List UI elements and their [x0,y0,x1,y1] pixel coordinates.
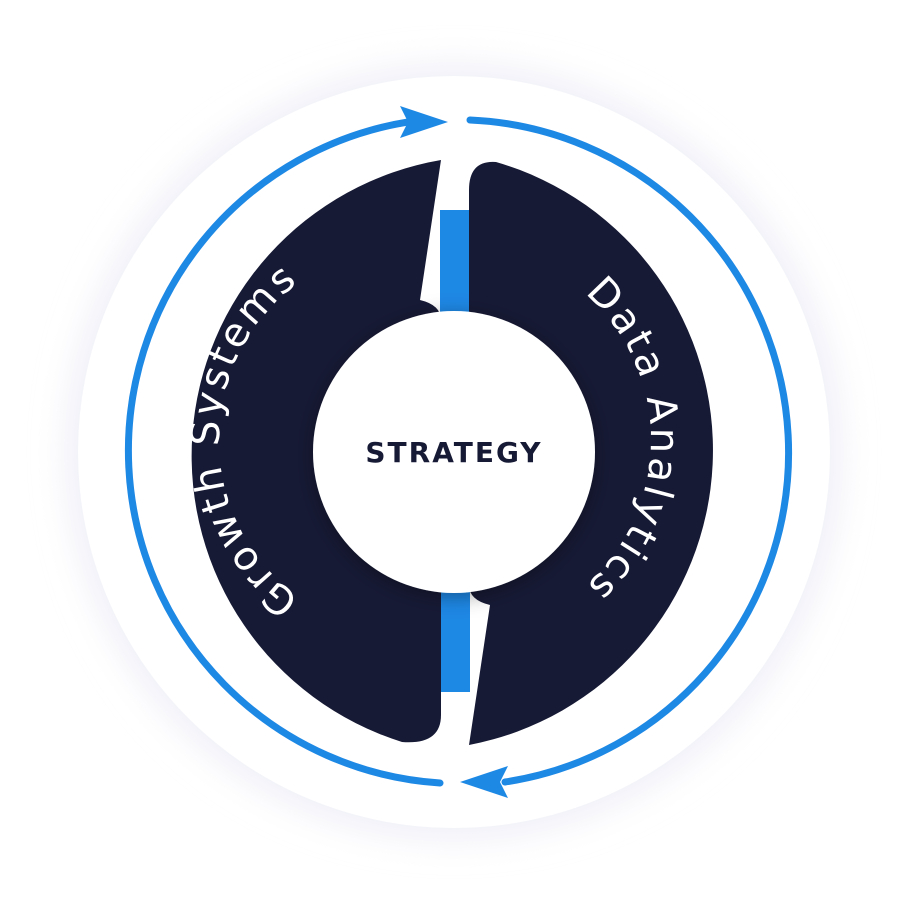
center-circle [313,311,595,593]
cycle-arc-left [124,118,444,787]
arrow-head-top-icon [400,106,448,138]
arrow-head-bottom-icon [460,766,508,798]
cycle-arc-right [466,116,793,786]
label-strategy: STRATEGY [365,436,542,469]
